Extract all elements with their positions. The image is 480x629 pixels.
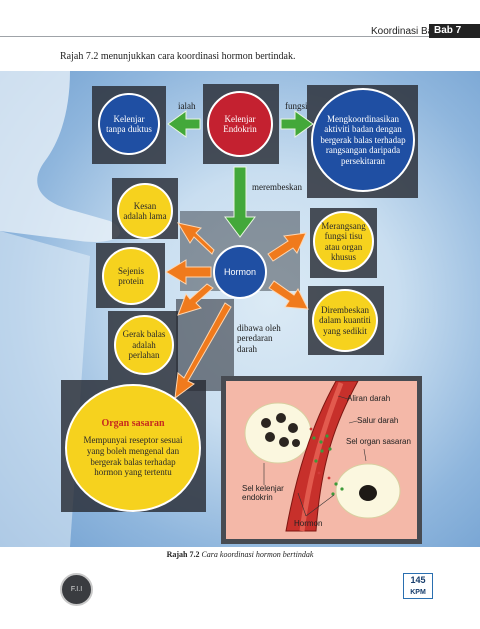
arrow-left-green [167, 110, 201, 138]
arrow-to-organ [174, 302, 232, 400]
publisher-logo: F.I.I [60, 573, 93, 606]
arrow-to-merangsang [267, 232, 307, 262]
circle-kesan: Kesan adalah lama [117, 183, 173, 239]
label-fungsi: fungsi [285, 101, 308, 111]
publisher-kpm: KPM [403, 587, 433, 599]
protein-text: Sejenis protein [118, 265, 144, 286]
circle-kelenjar-tanpa-duktus: Kelenjar tanpa duktus [98, 93, 160, 155]
label-merembeskan: merembeskan [252, 182, 302, 192]
fungsi-text: Mengkoordinasikan aktiviti badan dengan … [320, 114, 406, 166]
kelenjar-endokrin-text: Kelenjar Endokrin [223, 113, 257, 134]
organ-desc: Mempunyai reseptor sesuai yang boleh men… [83, 434, 183, 478]
label-hormon-inset: Hormon [294, 519, 323, 528]
circle-dirembeskan: Dirembeskan dalam kuantiti yang sedikit [312, 289, 378, 352]
intro-text: Rajah 7.2 menunjukkan cara koordinasi ho… [60, 51, 296, 62]
arrow-to-dirembeskan [268, 280, 309, 310]
header-title: Koordinasi Badan [371, 26, 450, 37]
label-sel-organ-sasaran: Sel organ sasaran [346, 437, 411, 446]
merangsang-text: Merangsang fungsi tisu atau organ khusus [321, 220, 366, 262]
dirembeskan-text: Dirembeskan dalam kuantiti yang sedikit [319, 304, 371, 336]
caption-label: Rajah 7.2 [166, 550, 200, 559]
arrows [165, 110, 314, 400]
circle-kelenjar-endokrin: Kelenjar Endokrin [207, 91, 273, 157]
hormon-text: Hormon [223, 266, 256, 277]
kesan-text: Kesan adalah lama [123, 200, 167, 221]
logo-text: F.I.I [70, 586, 83, 593]
chapter-badge: Bab 7 [429, 24, 480, 38]
circle-gerak: Gerak balas adalah perlahan [114, 315, 174, 375]
page-number: 145 KPM [403, 573, 433, 599]
kelenjar-tanpa-duktus-text: Kelenjar tanpa duktus [106, 113, 152, 134]
organ-title: Organ sasaran [101, 417, 165, 429]
label-aliran-darah: Aliran darah [347, 394, 391, 403]
inset-drawing [244, 381, 401, 532]
arrow-to-protein [165, 259, 212, 285]
circle-fungsi: Mengkoordinasikan aktiviti badan dengan … [311, 88, 415, 192]
caption-text: Cara koordinasi hormon bertindak [201, 550, 314, 559]
arrow-to-kesan [176, 222, 215, 255]
page-number-value: 145 [403, 573, 433, 587]
arrow-down-green [224, 166, 256, 238]
gerak-text: Gerak balas adalah perlahan [122, 329, 166, 361]
circle-protein: Sejenis protein [102, 247, 160, 305]
arrow-to-gerak [177, 283, 214, 316]
label-dibawa: dibawa oleh peredaran darah [237, 323, 281, 354]
label-ialah: ialah [178, 101, 196, 111]
inset-illustration: Aliran darah Salur darah Sel organ sasar… [221, 376, 422, 544]
label-salur-darah: Salur darah [357, 416, 399, 425]
circle-organ-sasaran: Organ sasaran Mempunyai reseptor sesuai … [65, 384, 201, 512]
circle-merangsang: Merangsang fungsi tisu atau organ khusus [313, 211, 374, 272]
diagram: Kelenjar tanpa duktus Kelenjar Endokrin … [0, 71, 480, 547]
figure-caption: Rajah 7.2 Cara koordinasi hormon bertind… [0, 550, 480, 559]
arrow-right-green [280, 110, 314, 138]
circle-hormon: Hormon [213, 245, 267, 299]
header-line [0, 36, 480, 37]
label-sel-kelenjar: Sel kelenjar endokrin [242, 484, 284, 502]
